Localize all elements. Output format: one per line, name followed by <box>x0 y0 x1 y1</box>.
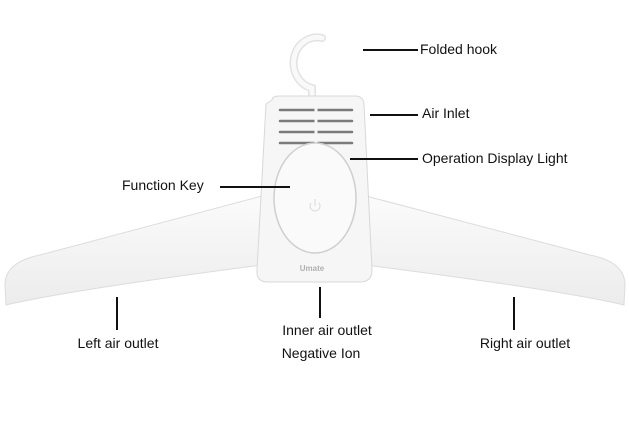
function-key <box>273 142 357 254</box>
label-negative-ion: Negative Ion <box>281 345 361 361</box>
label-folded-hook: Folded hook <box>420 41 498 57</box>
label-right-air-outlet: Right air outlet <box>479 335 571 351</box>
folded-hook-leader <box>363 49 418 51</box>
power-icon <box>309 199 321 212</box>
display-light-leader <box>350 158 418 160</box>
label-inner-air-outlet: Inner air outlet <box>282 322 372 338</box>
right-arm <box>365 195 626 306</box>
label-function-key: Function Key <box>122 177 204 193</box>
left-outlet-leader <box>116 297 118 330</box>
function-key-leader <box>220 186 290 188</box>
air-inlet-leader <box>370 114 418 116</box>
label-air-inlet: Air Inlet <box>422 105 470 121</box>
label-operation-display-light: Operation Display Light <box>422 150 568 166</box>
inner-outlet-leader <box>319 287 321 318</box>
left-arm <box>4 195 263 306</box>
brand-logo: Umate <box>300 264 325 273</box>
label-left-air-outlet: Left air outlet <box>77 335 159 351</box>
right-outlet-leader <box>513 297 515 330</box>
